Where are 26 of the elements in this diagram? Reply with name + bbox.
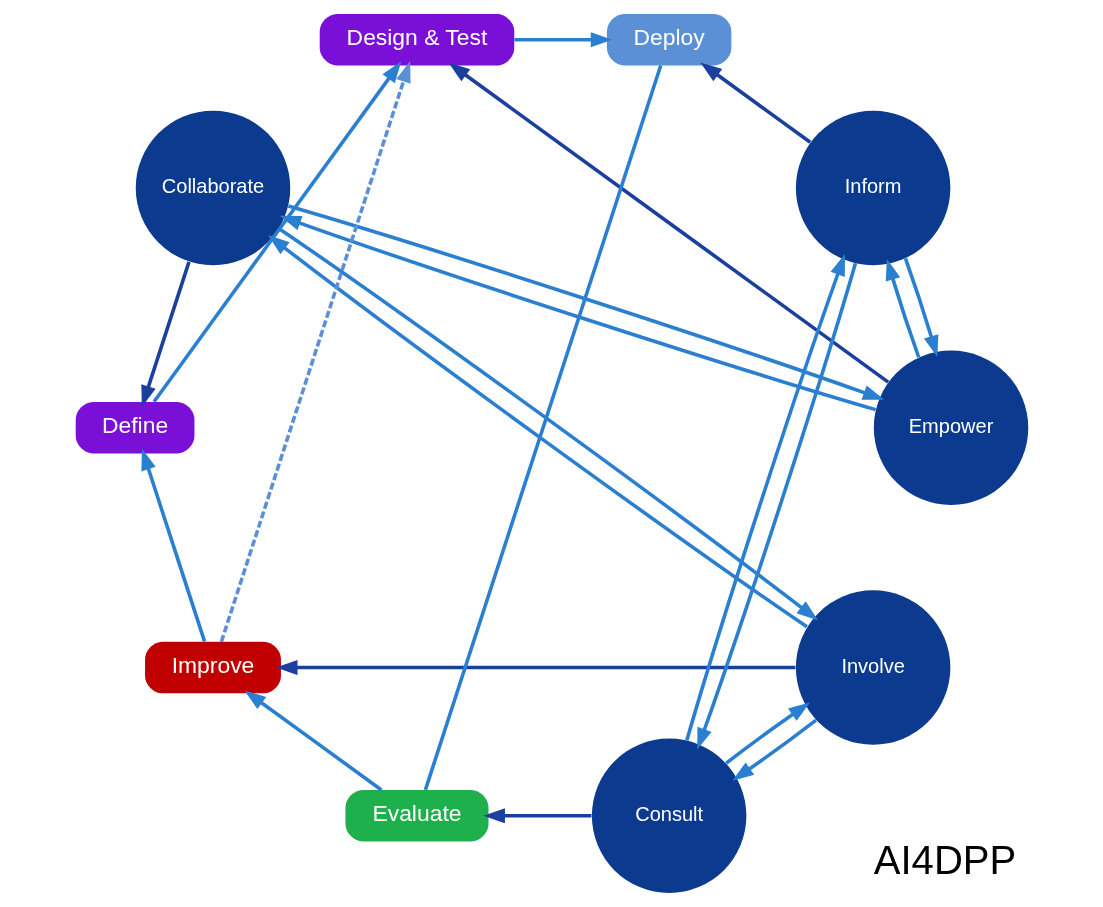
node-circle: Consult [591, 738, 746, 893]
arrow [447, 62, 889, 384]
arrow [903, 257, 938, 357]
node-box: Evaluate [344, 790, 488, 842]
connector [423, 65, 662, 791]
arrow [885, 258, 920, 358]
arrow [731, 718, 817, 781]
node-box: Define [75, 402, 194, 454]
node-box: Deploy [606, 14, 731, 66]
arrow [275, 660, 795, 676]
arrow [219, 60, 411, 643]
arrow [482, 808, 591, 824]
arrow [724, 702, 810, 765]
arrow [140, 261, 191, 407]
node-box: Improve [144, 641, 281, 694]
node-circle: Inform [795, 110, 950, 266]
arrow [699, 62, 811, 144]
arrow [152, 61, 401, 403]
arrow [513, 32, 612, 48]
node-circle: Empower [873, 350, 1028, 505]
label: AI4DPP [873, 837, 1016, 882]
arrow [140, 448, 206, 642]
arrow [696, 262, 857, 750]
arrow [684, 254, 845, 741]
node-box: Design & Test [319, 14, 514, 66]
arrow [243, 690, 382, 792]
